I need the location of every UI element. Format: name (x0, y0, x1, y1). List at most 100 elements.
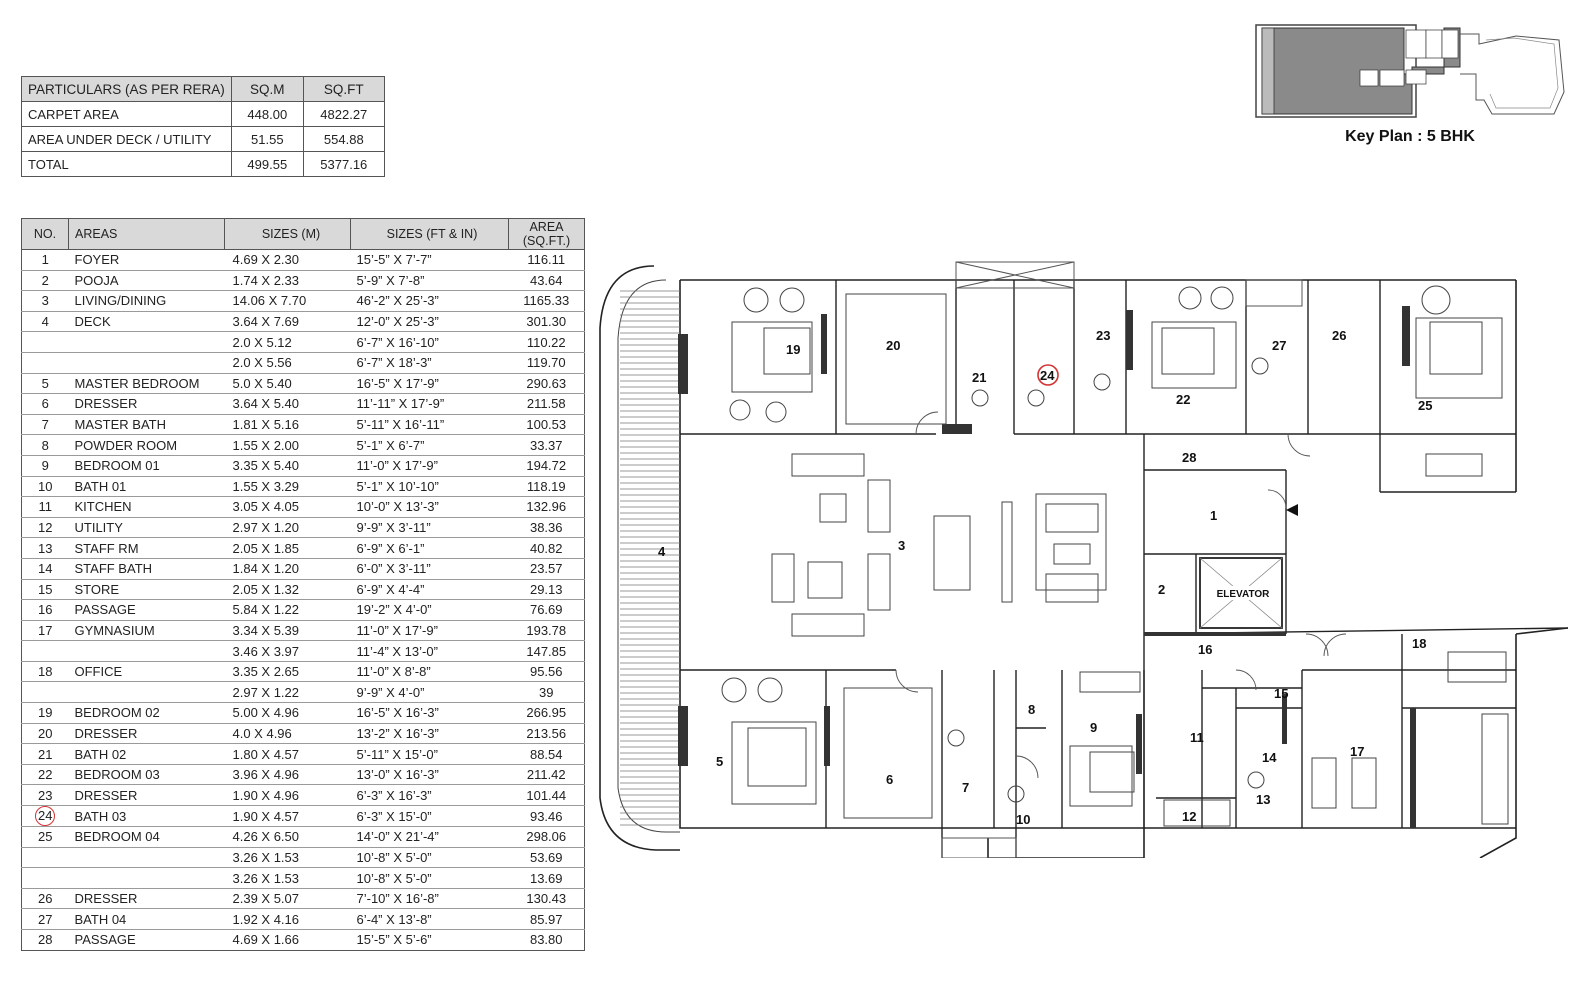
areas-cell-size-m: 2.39 X 5.07 (224, 888, 351, 910)
areas-cell-size-ft: 11’-4” X 13’-0” (350, 640, 509, 662)
areas-cell-size-m: 2.05 X 1.85 (224, 537, 351, 559)
areas-cell-sqft: 33.37 (508, 434, 585, 456)
areas-cell-name: MASTER BEDROOM (68, 373, 225, 395)
room-label-21: 21 (972, 370, 986, 385)
rera-cell-sqft: 554.88 (302, 126, 386, 152)
areas-cell-no: 3 (21, 290, 69, 312)
rera-cell-particular: AREA UNDER DECK / UTILITY (21, 126, 232, 152)
areas-cell-sqft: 40.82 (508, 537, 585, 559)
areas-cell-sqft: 193.78 (508, 620, 585, 642)
areas-cell-size-m: 5.00 X 4.96 (224, 702, 351, 724)
areas-cell-size-ft: 6’-9” X 6’-1” (350, 537, 509, 559)
areas-cell-no: 4 (21, 311, 69, 333)
areas-cell-no: 10 (21, 476, 69, 498)
areas-cell-no: 14 (21, 558, 69, 580)
entry-arrow-icon (1286, 504, 1298, 516)
rera-header-row: PARTICULARS (AS PER RERA) SQ.M SQ.FT (21, 76, 386, 102)
areas-cell-name: DRESSER (68, 723, 225, 745)
areas-cell-size-ft: 10’-8” X 5’-0” (350, 867, 509, 889)
room-label-14: 14 (1262, 750, 1277, 765)
areas-cell-sqft: 290.63 (508, 373, 585, 395)
door-swings (895, 411, 1347, 779)
room-label-3: 3 (898, 538, 905, 553)
areas-cell-sqft: 118.19 (508, 476, 585, 498)
areas-cell-size-m: 3.35 X 5.40 (224, 455, 351, 477)
areas-cell-size-ft: 19’-2” X 4’-0” (350, 599, 509, 621)
highlight-circle: 24 (35, 806, 56, 827)
areas-cell-sqft: 29.13 (508, 579, 585, 601)
room-label-22: 22 (1176, 392, 1190, 407)
areas-cell-no: 20 (21, 723, 69, 745)
areas-cell-name: PASSAGE (68, 929, 225, 951)
areas-cell-no: 28 (21, 929, 69, 951)
areas-cell-name: LIVING/DINING (68, 290, 225, 312)
areas-cell-size-ft: 6’-3” X 15’-0” (350, 805, 509, 828)
areas-cell-no (21, 640, 69, 662)
areas-cell-no: 11 (21, 496, 69, 518)
areas-cell-no: 13 (21, 537, 69, 559)
areas-cell-size-ft: 11’-11” X 17’-9” (350, 393, 509, 415)
rera-cell-particular: TOTAL (21, 151, 232, 177)
room-label-28: 28 (1182, 450, 1196, 465)
areas-cell-size-ft: 9’-9” X 3’-11” (350, 517, 509, 539)
areas-cell-size-ft: 5’-1” X 6’-7” (350, 434, 509, 456)
room-label-10: 10 (1016, 812, 1030, 827)
areas-cell-size-ft: 5’-11” X 16’-11” (350, 414, 509, 436)
room-label-12: 12 (1182, 809, 1196, 824)
areas-cell-size-ft: 10’-0” X 13’-3” (350, 496, 509, 518)
deck (599, 265, 680, 851)
areas-cell-size-m: 1.84 X 1.20 (224, 558, 351, 580)
areas-cell-name: POWDER ROOM (68, 434, 225, 456)
room-label-5: 5 (716, 754, 723, 769)
areas-cell-no (21, 352, 69, 374)
areas-cell-no: 1 (21, 249, 69, 271)
room-label-23: 23 (1096, 328, 1110, 343)
areas-cell-size-ft: 14’-0” X 21’-4” (350, 826, 509, 848)
room-label-8: 8 (1028, 702, 1035, 717)
areas-cell-size-m: 1.90 X 4.96 (224, 784, 351, 807)
areas-cell-sqft: 88.54 (508, 743, 585, 765)
areas-cell-name (68, 847, 225, 869)
areas-cell-size-m: 1.90 X 4.57 (224, 805, 351, 828)
areas-cell-size-m: 3.96 X 4.96 (224, 764, 351, 786)
areas-cell-size-ft: 5’-1” X 10’-10” (350, 476, 509, 498)
room-label-26: 26 (1332, 328, 1346, 343)
room-label-13: 13 (1256, 792, 1270, 807)
areas-cell-no: 25 (21, 826, 69, 848)
rera-cell-sqm: 499.55 (231, 151, 304, 177)
room-labels: 1 2 3 4 5 6 7 8 9 10 11 12 13 14 15 16 1… (658, 328, 1432, 827)
areas-cell-name: DECK (68, 311, 225, 333)
key-plan-core (1359, 29, 1459, 87)
areas-cell-no: 16 (21, 599, 69, 621)
areas-cell-size-ft: 5’-11” X 15’-0” (350, 743, 509, 765)
room-label-27: 27 (1272, 338, 1286, 353)
rera-cell-particular: CARPET AREA (21, 101, 232, 127)
areas-cell-size-m: 2.05 X 1.32 (224, 579, 351, 601)
areas-cell-size-ft: 6’-7” X 18’-3” (350, 352, 509, 374)
rera-header-particulars: PARTICULARS (AS PER RERA) (21, 76, 232, 102)
room-24-highlight-circle (1037, 364, 1059, 386)
areas-cell-size-m: 1.80 X 4.57 (224, 743, 351, 765)
areas-cell-size-ft: 6’-7” X 16’-10” (350, 331, 509, 353)
areas-cell-size-ft: 11’-0” X 17’-9” (350, 455, 509, 477)
areas-cell-sqft: 213.56 (508, 723, 585, 745)
areas-cell-sqft: 110.22 (508, 331, 585, 353)
areas-table: NO. AREAS SIZES (M) SIZES (FT & IN) AREA… (21, 218, 585, 951)
room-label-4: 4 (658, 544, 666, 559)
rera-cell-sqft: 5377.16 (302, 151, 386, 177)
key-plan-terrace (1460, 33, 1565, 115)
room-label-20: 20 (886, 338, 900, 353)
areas-cell-sqft: 85.97 (508, 908, 585, 930)
areas-cell-name: BATH 02 (68, 743, 225, 765)
